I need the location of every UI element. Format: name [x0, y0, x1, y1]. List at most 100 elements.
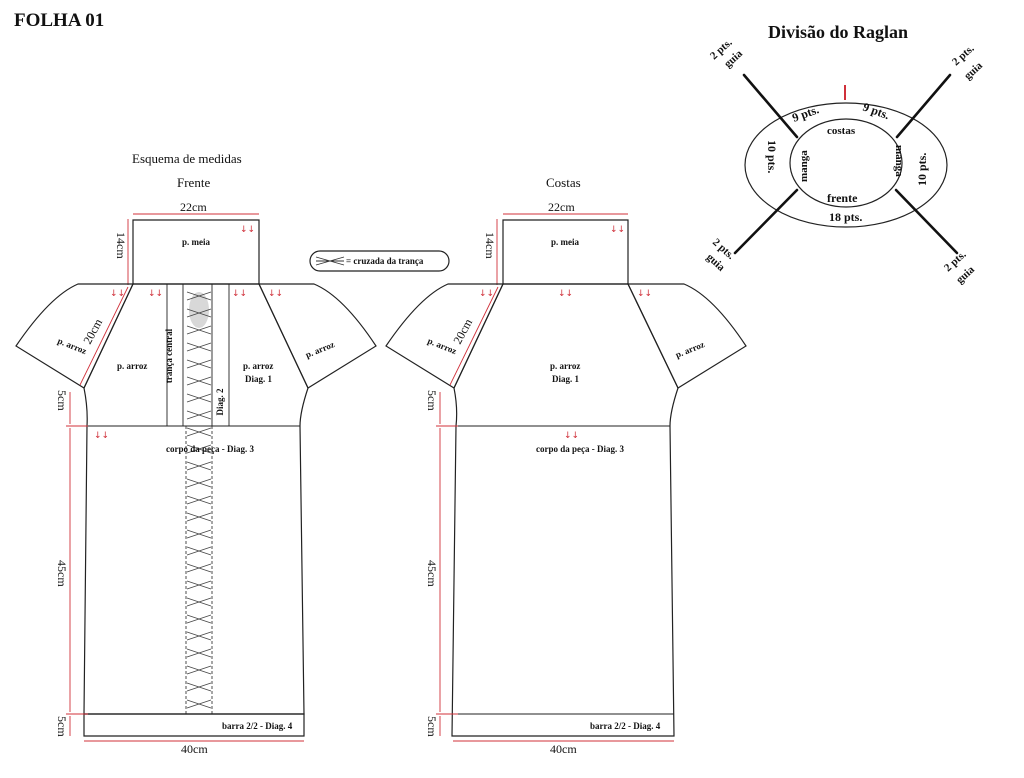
cable-cross-mark: [186, 444, 212, 454]
back-piece: Costas 22cm 14cm p. meia ↓↓ p. arroz 20c…: [385, 175, 747, 756]
back-yoke-diag: Diag. 1: [552, 374, 580, 384]
front-central-cable-label: trança central: [164, 328, 174, 383]
raglan-outer-ellipse: [744, 102, 948, 228]
cable-cross-mark: [186, 665, 212, 675]
front-diag2-label: Diag. 2: [215, 388, 225, 416]
cable-cross-mark: [186, 512, 212, 522]
cable-cross-mark: [186, 495, 212, 505]
back-left-sleeve: [385, 283, 504, 389]
cable-cross-mark: [186, 478, 212, 488]
cable-cross-mark: [186, 410, 212, 420]
cable-cross-mark: [186, 563, 212, 573]
back-body-outline: [451, 283, 679, 737]
back-raglan-dimension-line: [449, 286, 499, 386]
front-band-label: barra 2/2 - Diag. 4: [222, 721, 293, 731]
back-neck-stitch: p. meia: [551, 237, 579, 247]
back-raglan-length: 20cm: [450, 316, 475, 347]
cable-cross-mark: [186, 699, 212, 709]
back-neck-height: 14cm: [483, 232, 497, 259]
back-title: Costas: [546, 175, 581, 190]
cable-cross-mark: [186, 308, 212, 318]
front-body-length: 45cm: [55, 560, 69, 587]
back-band-label: barra 2/2 - Diag. 4: [590, 721, 661, 731]
raglan-front-label: frente: [827, 191, 858, 205]
cable-cross-mark: [186, 325, 212, 335]
front-bottom-width: 40cm: [181, 742, 208, 756]
front-cable-shading: [189, 292, 209, 328]
raglan-guide-line-tl: [742, 73, 799, 139]
raglan-sleeve-left-pts: 10 pts.: [765, 140, 779, 173]
back-right-sleeve-arrows: ↓↓: [637, 289, 652, 299]
front-title: Frente: [177, 175, 210, 190]
raglan-title: Divisão do Raglan: [768, 22, 908, 42]
back-band-height: 5cm: [425, 716, 439, 737]
back-top-width: 22cm: [548, 200, 575, 214]
front-raglan-dimension-line: [79, 286, 129, 386]
cable-cross-mark: [186, 529, 212, 539]
front-armhole-drop: 5cm: [55, 390, 69, 411]
back-armhole-drop: 5cm: [425, 390, 439, 411]
front-top-width: 22cm: [180, 200, 207, 214]
raglan-sleeve-right-pts: 10 pts.: [915, 153, 929, 186]
front-left-panel-stitch: p. arroz: [117, 361, 147, 371]
raglan-inner-ellipse: [789, 118, 903, 208]
cable-cross-mark: [186, 376, 212, 386]
back-body-label: corpo da peça - Diag. 3: [536, 444, 624, 454]
cable-cross-mark: [186, 614, 212, 624]
cable-cross-icon: [315, 256, 345, 266]
front-left-sleeve: [15, 283, 134, 389]
front-left-sleeve-arrows: ↓↓: [110, 289, 125, 299]
cable-cross-mark: [186, 546, 212, 556]
cable-legend: = cruzada da trança: [309, 250, 450, 272]
cable-cross-mark: [186, 648, 212, 658]
back-left-sleeve-arrows: ↓↓: [479, 289, 494, 299]
front-right-sleeve-arrows: ↓↓: [268, 289, 283, 299]
front-right-panel-diag: Diag. 1: [245, 374, 273, 384]
raglan-front-pts: 18 pts.: [829, 210, 862, 224]
raglan-back-right-pts: 9 pts.: [861, 100, 891, 123]
cable-legend-label: = cruzada da trança: [346, 256, 424, 266]
schema-title: Esquema de medidas: [132, 151, 242, 166]
back-right-sleeve-stitch: p. arroz: [674, 339, 706, 360]
raglan-sleeve-left-label: manga: [798, 150, 810, 182]
cable-cross-mark: [186, 597, 212, 607]
raglan-guide-tr-label: guia: [962, 59, 985, 82]
front-central-cable: [185, 291, 213, 714]
front-raglan-length: 20cm: [80, 316, 105, 347]
front-right-sleeve-stitch: p. arroz: [304, 339, 336, 360]
front-neck-decrease-arrows: ↓↓: [240, 225, 255, 235]
front-band: [83, 713, 305, 737]
sheet-title: FOLHA 01: [14, 10, 104, 31]
raglan-division: Divisão do Raglan 2 pts. guia 2 pts. gui…: [704, 22, 985, 286]
cable-cross-mark: [186, 427, 212, 437]
back-body-arrows: ↓↓: [564, 431, 579, 441]
cable-cross-mark: [186, 682, 212, 692]
front-neck-stitch: p. meia: [182, 237, 210, 247]
front-neck-height: 14cm: [114, 232, 128, 259]
front-yoke-arrows-1: ↓↓: [148, 289, 163, 299]
cable-cross-mark: [186, 291, 212, 301]
cable-cross-mark: [186, 342, 212, 352]
raglan-back-label: costas: [827, 125, 856, 137]
front-piece: Frente 22cm 14cm p. meia ↓↓ p. arroz 20c…: [15, 175, 377, 756]
back-neck-decrease-arrows: ↓↓: [610, 225, 625, 235]
raglan-guide-line-tr: [895, 73, 952, 139]
front-band-height: 5cm: [55, 716, 69, 737]
back-yoke-arrows: ↓↓: [558, 289, 573, 299]
raglan-sleeve-right-label: manga: [893, 145, 905, 177]
raglan-back-left-pts: 9 pts.: [790, 102, 820, 125]
front-body-label: corpo da peça - Diag. 3: [166, 444, 254, 454]
cable-cross-mark: [186, 461, 212, 471]
raglan-guide-line-bl: [733, 188, 799, 255]
front-yoke-arrows-2: ↓↓: [232, 289, 247, 299]
back-yoke-stitch: p. arroz: [550, 361, 580, 371]
cable-cross-mark: [186, 393, 212, 403]
back-right-sleeve: [627, 283, 747, 389]
front-right-sleeve: [258, 283, 377, 389]
back-bottom-width: 40cm: [550, 742, 577, 756]
cable-cross-mark: [186, 359, 212, 369]
front-body-arrows: ↓↓: [94, 431, 109, 441]
cable-cross-mark: [186, 631, 212, 641]
cable-cross-mark: [186, 580, 212, 590]
